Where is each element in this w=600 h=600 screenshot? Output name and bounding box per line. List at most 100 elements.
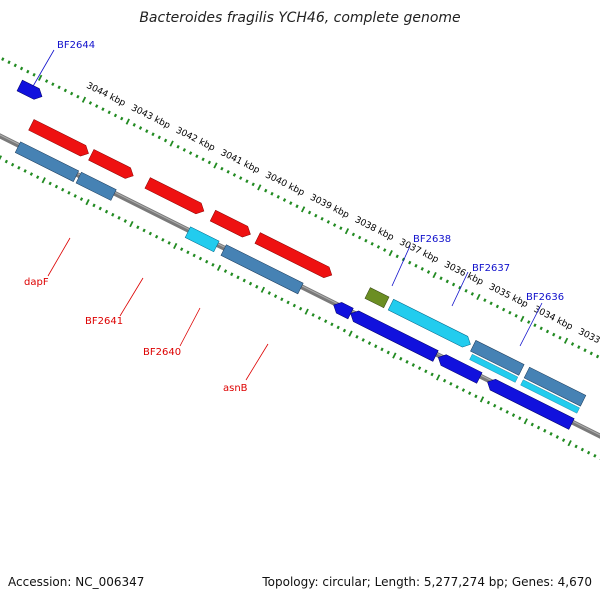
outer-ring-minor-tick: [295, 204, 299, 209]
inner-ring-minor-tick: [48, 181, 52, 186]
gene-bf2644-arrow[interactable]: [16, 79, 45, 102]
inner-ring-minor-tick: [449, 381, 453, 386]
outer-ring-minor-tick: [251, 182, 255, 187]
outer-ring-minor-tick: [289, 201, 293, 205]
forward-genes: [16, 79, 587, 407]
inner-ring-major-tick: [392, 352, 397, 359]
inner-ring-minor-tick: [280, 297, 284, 302]
outer-ring-minor-tick: [226, 169, 230, 174]
outer-ring-minor-tick: [514, 313, 518, 318]
inner-ring-minor-tick: [468, 391, 472, 396]
inner-ring-major-tick: [523, 418, 528, 425]
gene-red-1[interactable]: [28, 119, 92, 158]
map-title: Bacteroides fragilis YCH46, complete gen…: [139, 10, 460, 26]
outer-ring-minor-tick: [26, 69, 30, 74]
outer-ring-minor-tick: [539, 326, 543, 331]
gene-olive[interactable]: [364, 287, 390, 309]
outer-ring-minor-tick: [383, 248, 387, 252]
label-bf2637[interactable]: BF2637: [472, 263, 510, 274]
outer-ring-minor-tick: [370, 241, 374, 246]
outer-ring-major-tick: [344, 228, 350, 235]
label-bf2641[interactable]: BF2641: [85, 316, 123, 327]
outer-ring-minor-tick: [1, 57, 5, 61]
leader-bf2638: [391, 245, 411, 287]
gene-bf2638-arrow[interactable]: [387, 298, 473, 350]
inner-ring-minor-tick: [255, 284, 259, 289]
inner-ring-minor-tick: [355, 335, 359, 339]
inner-ring-minor-tick: [186, 250, 190, 255]
inner-ring-minor-tick: [536, 425, 541, 430]
inner-ring-minor-tick: [317, 316, 322, 320]
label-bf2644[interactable]: BF2644: [57, 40, 95, 51]
inner-ring-minor-tick: [148, 231, 153, 236]
gene-steel-1[interactable]: [14, 141, 80, 182]
inner-ring-major-tick: [41, 177, 46, 184]
gene-cyan-2[interactable]: [469, 354, 519, 383]
outer-ring-minor-tick: [451, 282, 456, 287]
inner-ring-minor-tick: [117, 216, 121, 220]
gene-blue-long-2[interactable]: [436, 352, 483, 384]
outer-ring-minor-tick: [32, 72, 36, 77]
label-bf2640[interactable]: BF2640: [143, 347, 181, 358]
outer-ring-minor-tick: [188, 151, 193, 155]
gene-red-3[interactable]: [144, 177, 207, 217]
map-frame: 3044 kbp 3043 kbp 3042 kbp 3041 kbp 3040…: [0, 57, 600, 497]
outer-ring-minor-tick: [595, 354, 600, 359]
outer-ring-minor-tick: [245, 179, 249, 184]
leader-bf2641: [119, 277, 144, 317]
label-bf2638[interactable]: BF2638: [413, 234, 451, 245]
inner-ring-minor-tick: [511, 413, 516, 417]
label-asnb[interactable]: asnB: [223, 383, 248, 394]
outer-ring-minor-tick: [420, 267, 424, 271]
map-canvas: 3044 kbp 3043 kbp 3042 kbp 3041 kbp 3040…: [0, 40, 600, 497]
gene-bf2636-bar[interactable]: [523, 366, 587, 407]
outer-ring-minor-tick: [76, 94, 80, 99]
outer-ring-minor-tick: [264, 188, 268, 193]
inner-ring-major-tick: [479, 396, 485, 403]
outer-ring-minor-tick: [182, 148, 186, 152]
outer-ring-minor-tick: [357, 235, 362, 240]
tick-label-3042: 3042 kbp: [174, 126, 217, 154]
inner-ring-minor-tick: [211, 263, 215, 267]
inner-ring-minor-tick: [36, 175, 40, 180]
inner-ring-minor-tick: [142, 228, 146, 233]
inner-ring-minor-tick: [248, 281, 253, 286]
outer-ring-minor-tick: [570, 342, 575, 346]
gene-red-2[interactable]: [88, 149, 136, 181]
outer-ring-minor-tick: [408, 260, 412, 265]
gene-red-5[interactable]: [254, 232, 335, 281]
gene-blue-long-3[interactable]: [485, 377, 575, 430]
inner-ring-major-tick: [216, 264, 222, 271]
gene-steel-2[interactable]: [75, 171, 117, 201]
inner-ring-minor-tick: [267, 291, 271, 295]
gene-red-4[interactable]: [209, 209, 253, 240]
tick-label-3043: 3043 kbp: [129, 103, 172, 131]
outer-ring-minor-tick: [69, 91, 74, 96]
outer-ring-minor-tick: [508, 310, 512, 315]
outer-ring-major-tick: [81, 96, 87, 103]
gene-blue-small[interactable]: [331, 300, 354, 320]
leader-bf2640: [179, 307, 201, 347]
label-bf2636[interactable]: BF2636: [526, 292, 564, 303]
inner-ring-minor-tick: [111, 212, 115, 217]
outer-ring-minor-tick: [113, 113, 118, 118]
gene-steel-3[interactable]: [220, 244, 304, 295]
leader-bf2636: [519, 302, 543, 347]
outer-ring-major-tick: [257, 184, 262, 191]
inner-ring-minor-tick: [380, 347, 384, 352]
outer-ring-minor-tick: [332, 223, 337, 227]
outer-ring-minor-tick: [395, 254, 399, 259]
tick-label-3033: 3033 kbp: [576, 327, 600, 355]
outer-ring-minor-tick: [464, 288, 468, 293]
inner-ring-minor-tick: [342, 328, 347, 333]
gene-bf2637-bar[interactable]: [470, 340, 525, 376]
outer-ring-minor-tick: [151, 132, 155, 137]
inner-ring-minor-tick: [386, 350, 390, 355]
gene-cyan-1[interactable]: [184, 226, 220, 253]
inner-ring-minor-tick: [549, 432, 553, 436]
gene-blue-long-1[interactable]: [348, 308, 439, 362]
reverse-genes: [14, 141, 580, 430]
gene-cyan-3[interactable]: [520, 379, 580, 414]
label-dapf[interactable]: dapF: [24, 277, 49, 288]
inner-ring-major-tick: [436, 374, 441, 381]
